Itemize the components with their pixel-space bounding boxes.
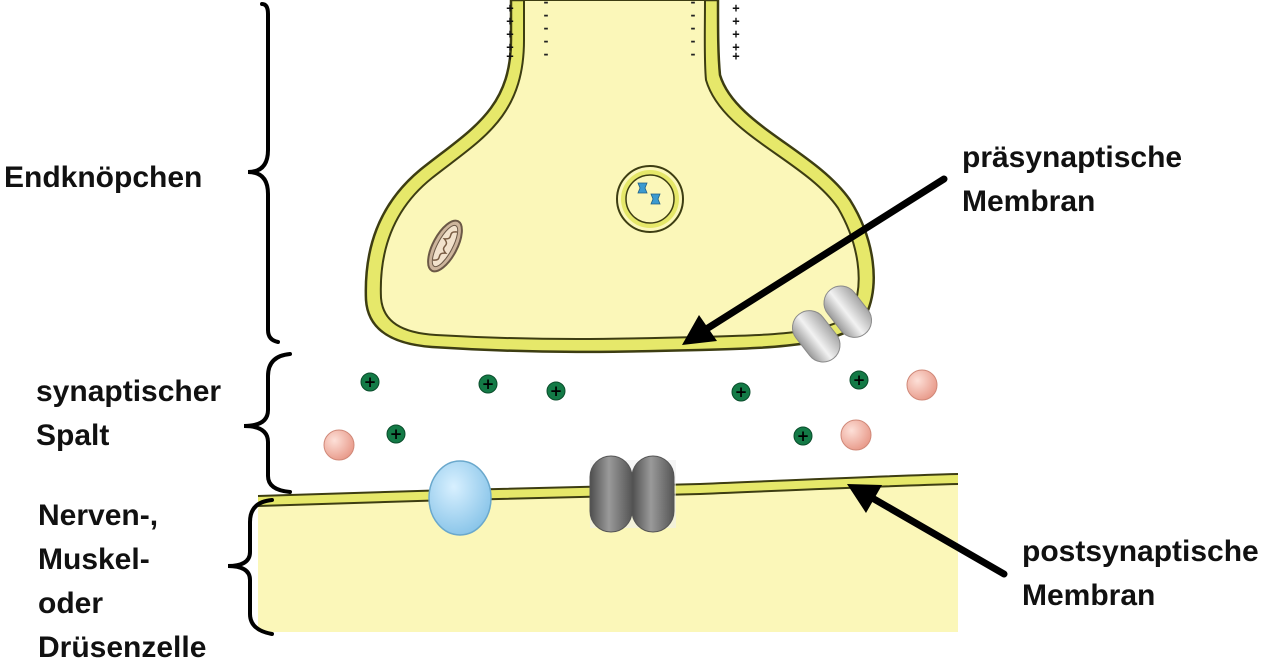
ion: + [478,374,498,394]
label-zielzelle: Nerven-, Muskel- oder Drüsenzelle [38,494,206,670]
charge-minus: - [689,34,696,48]
label-synaptischer-spalt: synaptischer Spalt [36,370,221,458]
charge-minus: - [689,47,696,61]
svg-text:+: + [735,383,748,401]
membrane-charges: ++++++++++ ---------- [506,0,739,63]
postsynaptic-ion-channel [589,455,676,533]
label-spalt-line-2: Spalt [36,419,110,452]
svg-text:+: + [364,373,377,391]
label-spalt-line-1: synaptischer [36,375,222,408]
label-zielzelle-line-3: oder [38,587,104,620]
inner-charges: ---------- [542,0,696,61]
postsynaptic-cytoplasm [258,482,958,632]
presynaptic-ion-channel [791,285,873,363]
charge-minus: - [542,21,549,35]
charge-minus: - [689,0,696,9]
ion: + [360,372,380,392]
neurotransmitter-molecules [323,369,938,461]
label-praesyn-line-1: präsynaptische [962,141,1183,174]
charge-minus: - [542,47,549,61]
postsynaptic-receptor [428,460,492,536]
label-praesyn-line-2: Membran [962,185,1096,218]
charge-minus: - [689,21,696,35]
charge-minus: - [542,34,549,48]
label-postsynaptische-membran: postsynaptische Membran [1022,530,1259,618]
synaptic-vesicle [616,165,684,233]
label-endknoepfchen: Endknöpchen [4,156,202,200]
charge-plus: + [506,49,513,63]
label-postsyn-line-1: postsynaptische [1022,535,1259,568]
neurotransmitter-molecule [906,369,938,401]
label-zielzelle-line-4: Drüsenzelle [38,631,207,664]
brace-endknoepfchen [247,2,280,344]
ion: + [546,381,566,401]
label-endknoepfchen-text: Endknöpchen [4,161,203,194]
neurotransmitter-molecule [840,419,872,451]
ion: + [849,370,869,390]
presynaptic-terminal [364,0,875,354]
cleft-ions: + + + + + + + [360,370,869,446]
presynaptic-cytoplasm [379,0,860,340]
arrows [682,175,1008,578]
charge-minus: - [542,0,549,9]
label-zielzelle-line-1: Nerven-, [38,499,159,532]
synapse-diagram: ++++++++++ ---------- +++++++ [227,0,1008,636]
outer-charges: ++++++++++ [506,1,739,63]
braces [227,2,292,636]
charge-plus: + [732,14,739,28]
svg-text:+: + [550,382,563,400]
mitochondrion [427,219,463,273]
charge-plus: + [506,27,513,41]
label-praesynaptische-membran: präsynaptische Membran [962,136,1182,224]
charge-plus: + [732,1,739,15]
svg-text:+: + [390,425,403,443]
charge-plus: + [732,49,739,63]
neurotransmitter-molecule [323,429,355,461]
charge-minus: - [689,8,696,22]
ion: + [386,424,406,444]
svg-text:+: + [797,427,810,445]
charge-plus: + [506,14,513,28]
charge-plus: + [732,27,739,41]
svg-text:+: + [482,375,495,393]
brace-spalt [243,352,292,494]
label-zielzelle-line-2: Muskel- [38,543,150,576]
arrow-postsynaptisch [847,484,1008,578]
label-postsyn-line-2: Membran [1022,579,1156,612]
brace-zielzelle [227,498,274,636]
charge-plus: + [506,40,513,54]
ion: + [731,382,751,402]
charge-plus: + [506,1,513,15]
charge-minus: - [542,8,549,22]
arrow-praesynaptisch [682,175,948,345]
ion: + [793,426,813,446]
svg-text:+: + [853,371,866,389]
transmitter-molecules [637,182,661,205]
charge-plus: + [732,40,739,54]
